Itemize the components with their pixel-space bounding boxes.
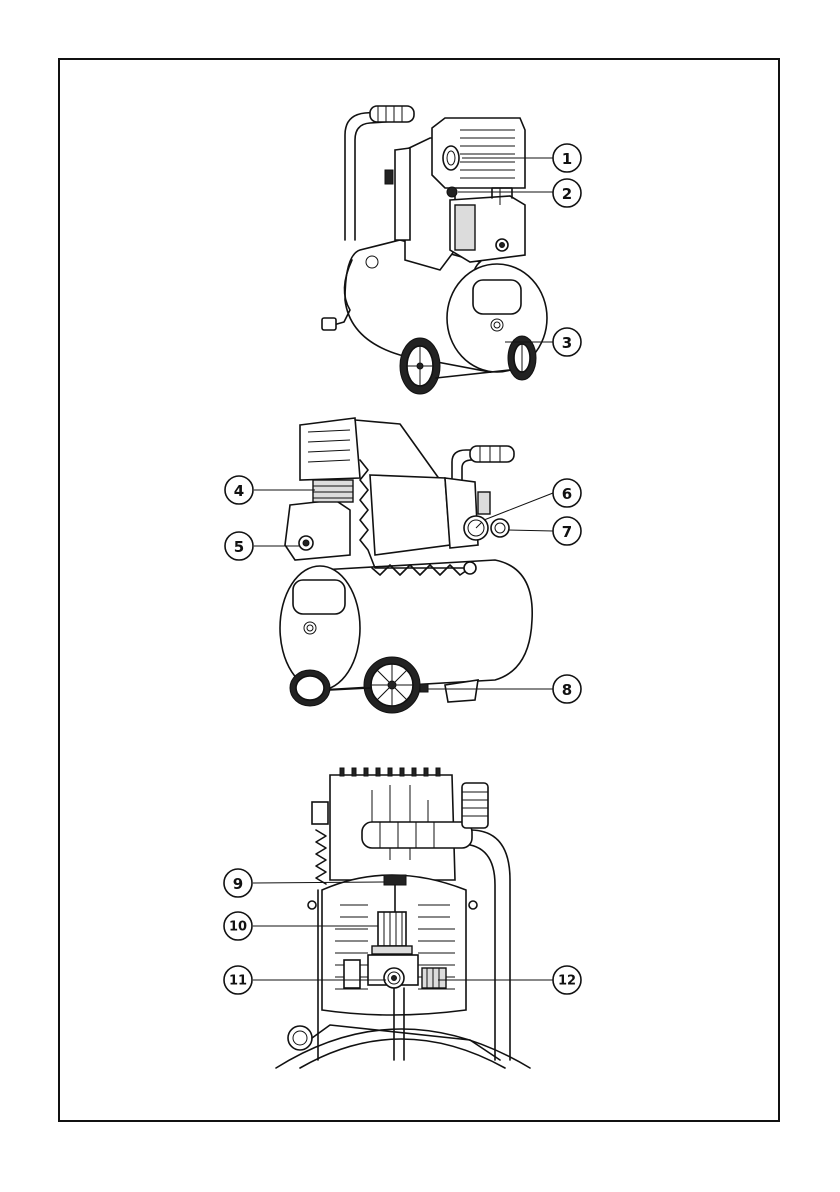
oil-cap (384, 875, 406, 885)
view-front-perspective (322, 106, 553, 394)
callout-3: 3 (553, 328, 581, 356)
fan-cover-rear (300, 418, 360, 480)
callout-1: 1 (553, 144, 581, 172)
view-rear-perspective (254, 418, 553, 713)
callout-2: 2 (553, 179, 581, 207)
callout-label: 3 (562, 334, 572, 352)
power-plug (322, 318, 336, 330)
wheel-right (508, 336, 536, 380)
unloader-valve (422, 968, 446, 988)
callout-label: 5 (234, 538, 244, 556)
wheel-left (400, 338, 440, 394)
callout-label: 2 (562, 185, 572, 203)
callout-9: 9 (224, 869, 252, 897)
handle-grip (370, 106, 414, 122)
wheel-rear-right (364, 657, 420, 713)
view-top-detail (253, 768, 553, 1068)
safety-valve (447, 187, 457, 197)
callout-label: 6 (562, 485, 572, 503)
pressure-gauge-outlet (491, 519, 509, 537)
gauge-top-view (288, 1026, 312, 1050)
handle-grip-top (362, 822, 472, 848)
callout-label: 10 (229, 920, 247, 935)
callout-label: 11 (229, 974, 247, 989)
switch-knob-top (462, 783, 488, 828)
callout-5: 5 (225, 532, 253, 560)
pressure-regulator (478, 492, 490, 514)
callout-11: 11 (224, 966, 252, 994)
on-off-switch-knob (443, 146, 459, 170)
compressor-head-rear (285, 500, 350, 560)
callout-6: 6 (553, 479, 581, 507)
callout-label: 1 (562, 150, 572, 168)
wheel-rear-left (290, 670, 330, 706)
callout-label: 12 (558, 974, 576, 989)
callout-4: 4 (225, 476, 253, 504)
spring-coil-top (316, 830, 326, 884)
callout-label: 9 (233, 875, 243, 893)
motor-body-rear (370, 475, 450, 555)
drain-valve (420, 684, 428, 692)
callout-label: 4 (234, 482, 244, 500)
cylinder-fins (313, 480, 353, 502)
callout-7: 7 (553, 517, 581, 545)
callout-label: 8 (562, 681, 572, 699)
callout-10: 10 (224, 912, 252, 940)
callout-label: 7 (562, 523, 572, 541)
callout-12: 12 (553, 966, 581, 994)
callout-8: 8 (553, 675, 581, 703)
